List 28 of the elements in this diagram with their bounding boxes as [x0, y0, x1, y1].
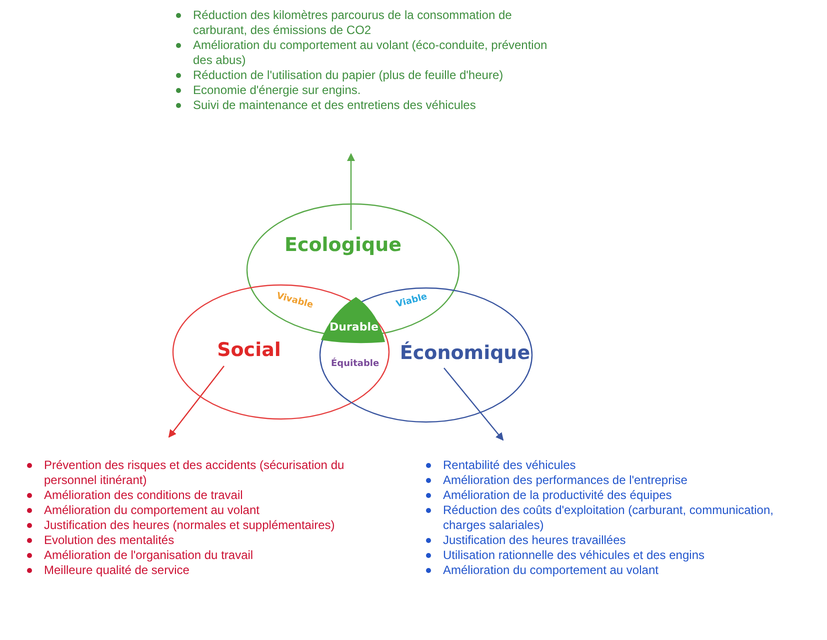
- circle-title: Ecologique: [284, 234, 402, 256]
- bullet-item: Prévention des risques et des accidents (sécurisation du personnel itinérant): [44, 458, 346, 488]
- circle-title: Durable: [330, 320, 378, 334]
- bullet-item: Justification des heures (normales et supplémentaires): [44, 518, 335, 533]
- bullet-item: Amélioration du comportement au volant (éco-conduite, prévention des abus): [193, 38, 548, 68]
- region-label: Viable: [395, 292, 428, 310]
- region-label: Équitable: [331, 359, 380, 369]
- bullet-item: Suivi de maintenance et des entretiens des véhicules: [193, 98, 476, 113]
- arrow: [168, 366, 224, 438]
- bullet-item: Réduction des kilomètres parcourus de la consommation de carburant, des émissions de CO2: [193, 8, 513, 38]
- bullet-item: Réduction des coûts d'exploitation (carburant, communication, charges salariales): [443, 503, 774, 533]
- bullet-item: Economie d'énergie sur engins.: [193, 83, 361, 98]
- bullet-item: Amélioration du comportement au volant: [44, 503, 260, 518]
- arrow: [444, 368, 504, 441]
- bullet-item: Evolution des mentalités: [44, 533, 174, 548]
- bullet-item: Rentabilité des véhicules: [443, 458, 576, 473]
- bullet-item: Amélioration de l'organisation du travail: [44, 548, 254, 563]
- bullet-item: Amélioration du comportement au volant: [443, 563, 658, 578]
- bullet-item: Amélioration de la productivité des équipes: [443, 488, 672, 503]
- arrow: [347, 153, 355, 230]
- bullet-item: Réduction de l'utilisation du papier (plus de feuille d'heure): [193, 68, 504, 83]
- circle-title: Social: [217, 339, 281, 361]
- circle-title: Économique: [400, 342, 530, 364]
- bullet-item: Amélioration des conditions de travail: [44, 488, 243, 503]
- bullet-item: Amélioration des performances de l'entreprise: [443, 473, 688, 488]
- bullet-item: Utilisation rationnelle des véhicules et des engins: [443, 548, 704, 563]
- bullet-item: Meilleure qualité de service: [44, 563, 190, 578]
- bullet-item: Justification des heures travaillées: [443, 533, 626, 548]
